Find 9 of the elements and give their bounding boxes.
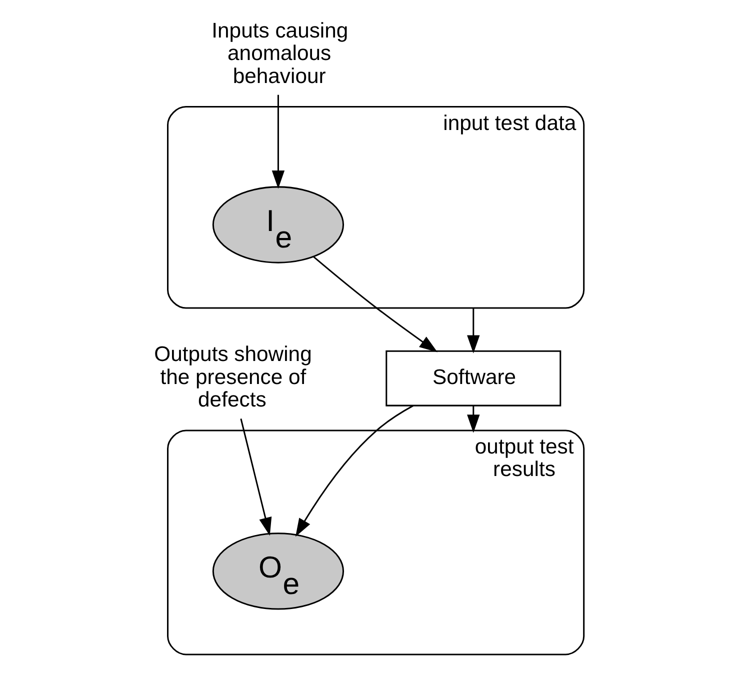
node-text: Inputs causing anomalous behaviour bbox=[211, 19, 348, 88]
arrow bbox=[294, 405, 414, 537]
arrow bbox=[466, 308, 480, 354]
arrow bbox=[466, 406, 480, 433]
arrow bbox=[271, 94, 284, 189]
arrow bbox=[312, 256, 438, 352]
node-box: Software bbox=[385, 350, 561, 406]
arrow bbox=[240, 418, 272, 536]
node-text: Outputs showing the presence of defects bbox=[154, 343, 312, 412]
